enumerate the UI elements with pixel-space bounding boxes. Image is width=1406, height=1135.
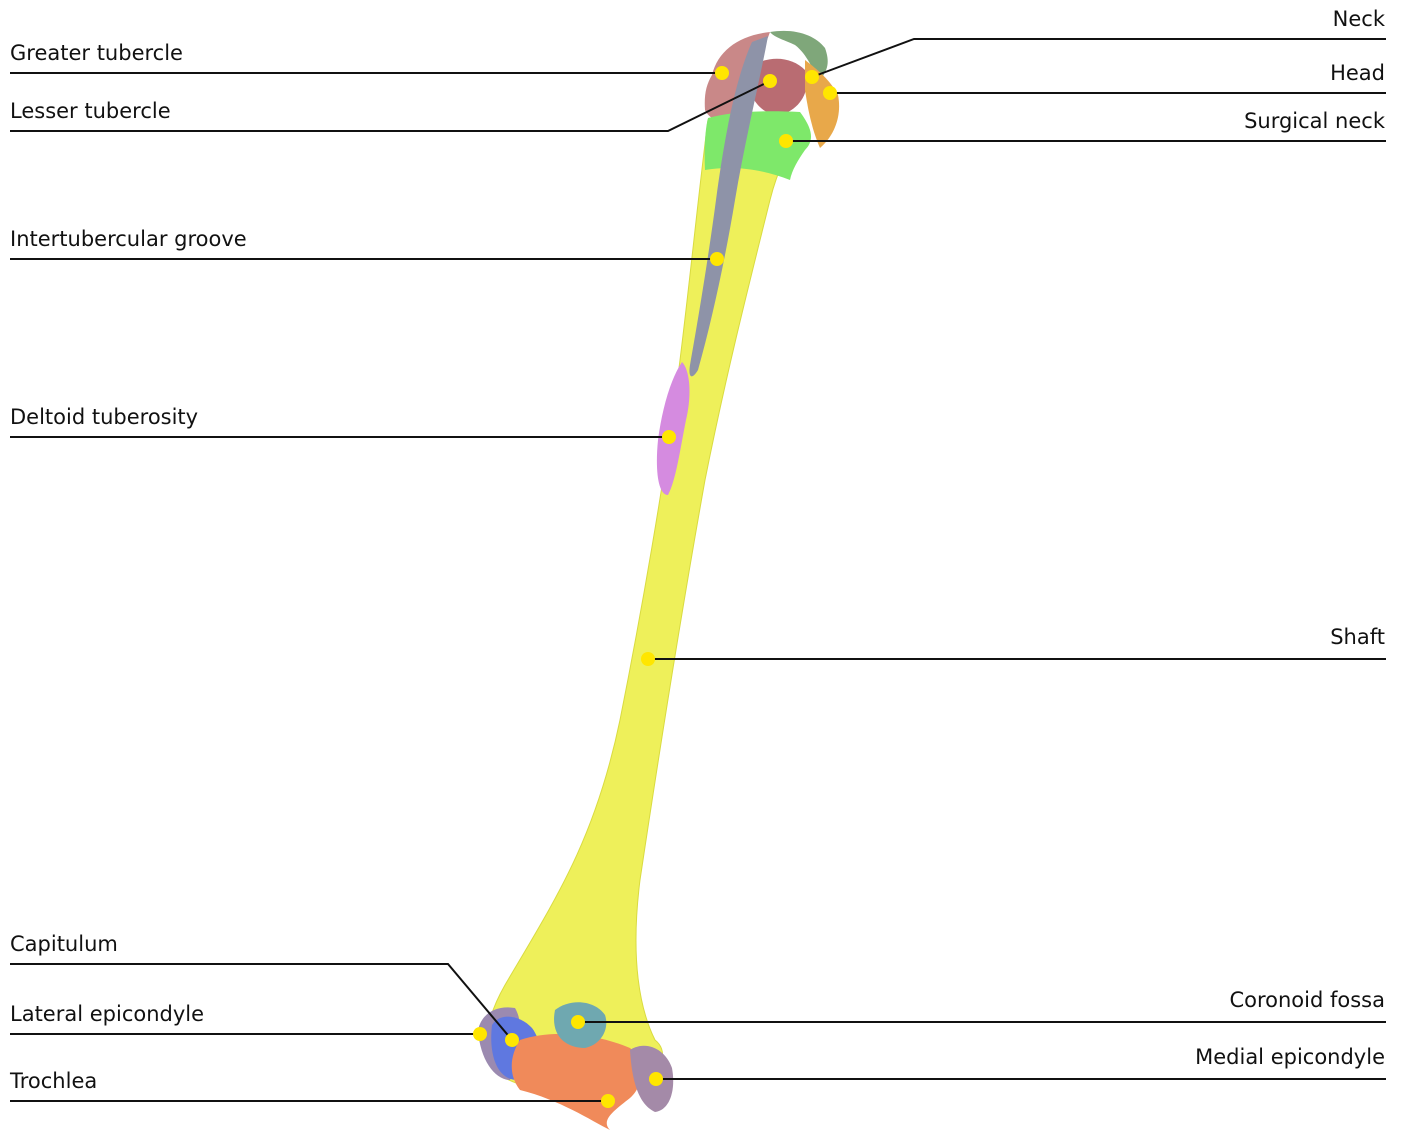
- marker-lateral-epicondyle: [473, 1027, 487, 1041]
- leader-neck: [812, 39, 1386, 77]
- label-shaft: Shaft: [1330, 627, 1385, 648]
- marker-lesser-tubercle: [763, 74, 777, 88]
- marker-intertubercular-groove: [710, 252, 724, 266]
- label-lateral-epicondyle: Lateral epicondyle: [10, 1004, 204, 1025]
- label-deltoid-tuberosity: Deltoid tuberosity: [10, 407, 198, 428]
- label-neck: Neck: [1333, 9, 1385, 30]
- marker-head: [823, 86, 837, 100]
- label-greater-tubercle: Greater tubercle: [10, 43, 183, 64]
- marker-greater-tubercle: [715, 66, 729, 80]
- label-lesser-tubercle: Lesser tubercle: [10, 101, 171, 122]
- label-medial-epicondyle: Medial epicondyle: [1195, 1047, 1385, 1068]
- marker-surgical-neck: [779, 134, 793, 148]
- label-surgical-neck: Surgical neck: [1244, 111, 1385, 132]
- marker-trochlea: [601, 1094, 615, 1108]
- marker-shaft: [641, 652, 655, 666]
- marker-coronoid-fossa: [571, 1015, 585, 1029]
- label-trochlea: Trochlea: [10, 1071, 97, 1092]
- label-intertubercular-groove: Intertubercular groove: [10, 229, 247, 250]
- leader-lines: [10, 39, 1386, 1101]
- label-head: Head: [1330, 63, 1385, 84]
- marker-neck: [805, 70, 819, 84]
- marker-capitulum: [505, 1033, 519, 1047]
- label-capitulum: Capitulum: [10, 934, 118, 955]
- marker-medial-epicondyle: [649, 1072, 663, 1086]
- marker-deltoid-tuberosity: [662, 430, 676, 444]
- label-coronoid-fossa: Coronoid fossa: [1229, 990, 1385, 1011]
- shaft-region: [487, 119, 805, 1093]
- trochlea-region: [512, 1034, 642, 1130]
